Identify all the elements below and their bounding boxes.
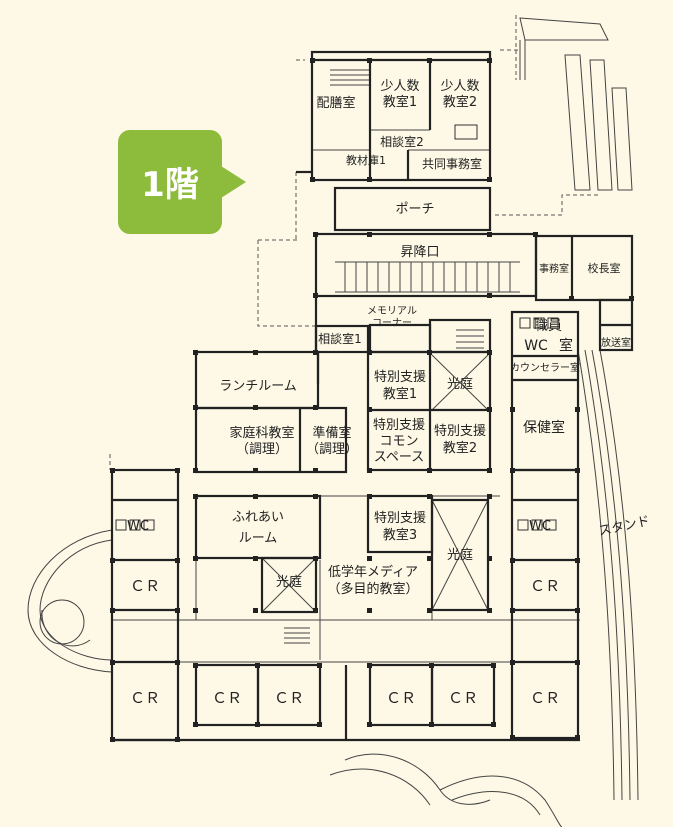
stand-lines	[577, 349, 639, 801]
label-shoninzu1-a: 少人数	[380, 79, 419, 94]
label-wc-top: WC	[524, 338, 548, 354]
ground-paths	[329, 753, 563, 827]
circular-track	[27, 529, 113, 673]
label-memorial-a: メモリアル	[367, 306, 417, 317]
label-kateika-b: （調理）	[236, 442, 288, 457]
label-counselor: カウンセラー室	[510, 361, 580, 374]
label-shokuin-a: 職員	[534, 318, 562, 334]
wc-fixtures	[115, 124, 559, 531]
label-hokenshitsu: 保健室	[523, 419, 565, 436]
label-kochoshitsu: 校長室	[588, 261, 621, 275]
label-fureai-b: ルーム	[239, 531, 278, 546]
label-kyozai1: 教材庫1	[346, 153, 386, 167]
label-common-c: スペース	[374, 450, 424, 465]
label-media-a: 低学年メディア	[328, 564, 418, 580]
boundary-lines	[109, 15, 600, 470]
label-cr-8: ＣＲ	[530, 689, 560, 707]
label-common-b: コモン	[379, 434, 418, 449]
label-memorial-b: コーナー	[372, 317, 412, 329]
label-kyodo-jimu: 共同事務室	[422, 156, 482, 171]
label-sodan2: 相談室2	[380, 134, 424, 149]
stairs-top	[330, 69, 370, 86]
label-tokubetsu1-a: 特別支援	[374, 370, 426, 385]
label-shoninzu2-a: 少人数	[440, 79, 479, 94]
stairs-lower	[284, 627, 310, 644]
label-haizenshitsu: 配膳室	[316, 95, 355, 111]
label-shoninzu1-b: 教室1	[383, 94, 417, 110]
label-stand: スタンド	[597, 514, 651, 539]
label-kateika-a: 家庭科教室	[229, 425, 294, 441]
label-cr-3: ＣＲ	[130, 689, 160, 707]
label-wc-right: WC	[529, 519, 551, 534]
columns	[110, 58, 634, 742]
label-kotei-1: 光庭	[447, 376, 473, 392]
label-cr-4: ＣＲ	[212, 689, 242, 707]
label-hoso: 放送室	[601, 336, 631, 349]
label-fureai-a: ふれあい	[232, 510, 284, 525]
label-cr-1: ＣＲ	[130, 577, 160, 595]
label-shoninzu2-b: 教室2	[443, 94, 477, 110]
label-sodan1: 相談室1	[318, 331, 362, 346]
label-tokubetsu3-a: 特別支援	[374, 511, 426, 526]
label-cr-2: ＣＲ	[530, 577, 560, 595]
label-tokubetsu2-b: 教室2	[443, 440, 477, 456]
label-jimushitsu: 事務室	[539, 262, 569, 275]
label-wc-left: WC	[127, 519, 149, 534]
courtyard-cross-2	[431, 499, 489, 611]
floor-badge-box	[118, 130, 222, 234]
courtyard-cross-1	[431, 354, 489, 411]
room-labels: 配膳室 少人数 教室1 少人数 教室2 相談室2 教材庫1 共同事務室 ポーチ …	[127, 79, 651, 707]
label-media-b: （多目的教室）	[327, 581, 418, 597]
label-lunch: ランチルーム	[219, 379, 297, 394]
shoe-racks	[344, 262, 511, 292]
label-junbi-b: （調理）	[306, 442, 358, 457]
floor-badge-pointer	[221, 166, 246, 198]
ramp-structure	[519, 17, 633, 191]
label-common-a: 特別支援	[373, 418, 425, 433]
label-shokoguchi: 昇降口	[400, 245, 439, 260]
label-kotei-3: 光庭	[276, 574, 302, 590]
courtyard-cross-3	[261, 557, 317, 613]
label-porch: ポーチ	[395, 202, 434, 217]
label-tokubetsu2-a: 特別支援	[434, 424, 486, 439]
floor-badge-label: 1階	[141, 165, 199, 205]
label-tokubetsu3-b: 教室3	[383, 527, 417, 543]
label-cr-6: ＣＲ	[386, 689, 416, 707]
label-cr-7: ＣＲ	[448, 689, 478, 707]
label-tokubetsu1-b: 教室1	[383, 386, 417, 402]
label-cr-5: ＣＲ	[274, 689, 304, 707]
label-kotei-2: 光庭	[447, 547, 473, 563]
floor-badge: 1階	[118, 130, 246, 234]
label-shokuin-b: 室	[559, 337, 573, 354]
label-junbi-a: 準備室	[312, 425, 351, 441]
stairs-upper	[456, 329, 484, 349]
